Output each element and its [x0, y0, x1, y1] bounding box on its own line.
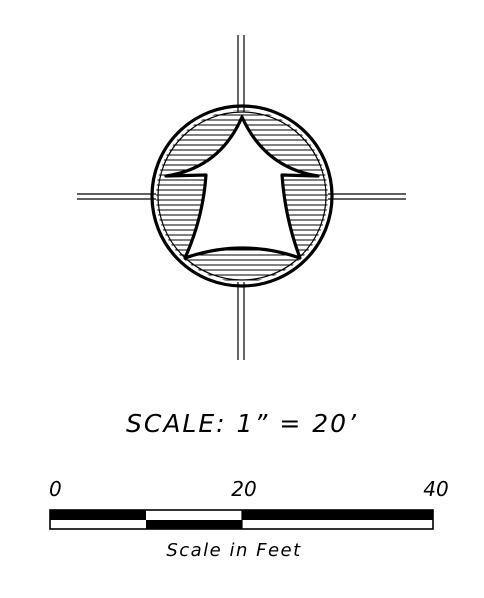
compass-outer-ring	[150, 104, 334, 288]
scale-segment-1	[50, 510, 146, 520]
scale-tick-label-0: 0	[49, 477, 62, 501]
compass-inner-ring	[157, 111, 327, 281]
north-arrow-icon	[77, 35, 406, 360]
scale-bar: 0 20 40 Scale in Feet	[49, 477, 449, 561]
scale-segment-3	[242, 510, 433, 520]
scale-ratio-label: SCALE: 1” = 20’	[126, 409, 358, 438]
scale-segment-2	[146, 520, 242, 529]
scale-caption: Scale in Feet	[166, 540, 301, 561]
crosshair-lines	[77, 35, 406, 360]
arrow-shape	[164, 115, 320, 260]
scale-tick-label-40: 40	[423, 477, 448, 501]
scale-tick-label-20: 20	[231, 477, 256, 501]
